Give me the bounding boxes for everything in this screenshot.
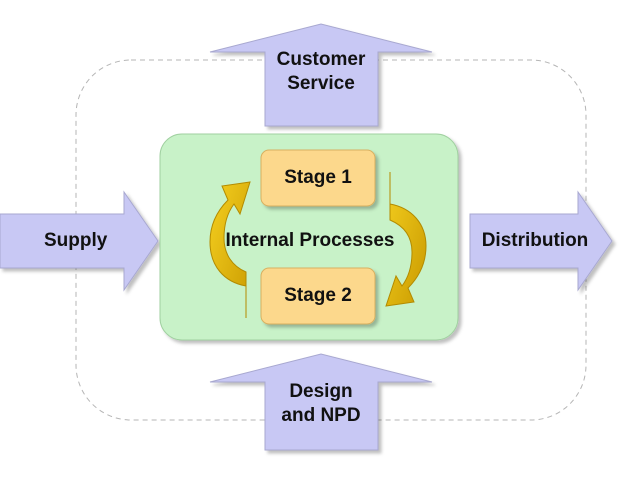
stage-2-text: Stage 2 <box>284 285 352 306</box>
design-npd-line1: Design <box>289 381 353 402</box>
cycle-arrow-left <box>209 181 251 318</box>
stage-1-text: Stage 1 <box>284 167 352 188</box>
customer-service-label: Customer Service <box>258 48 384 96</box>
customer-service-arrow <box>209 23 433 127</box>
stage-2-label: Stage 2 <box>261 284 375 308</box>
design-npd-label: Design and NPD <box>258 380 384 428</box>
distribution-label: Distribution <box>470 229 600 253</box>
internal-processes-text: Internal Processes <box>225 230 395 251</box>
supply-arrow <box>0 190 159 292</box>
customer-service-line1: Customer <box>276 49 366 70</box>
design-npd-arrow <box>209 353 433 451</box>
supply-text: Supply <box>44 230 108 251</box>
cycle-arrow-right <box>385 172 427 307</box>
stage-1-label: Stage 1 <box>261 166 375 190</box>
distribution-text: Distribution <box>481 230 589 251</box>
customer-service-line2: Service <box>287 73 355 94</box>
distribution-arrow <box>469 190 613 292</box>
internal-processes-label: Internal Processes <box>205 229 415 253</box>
stage-2-box <box>260 267 376 325</box>
stage-1-box <box>260 149 376 207</box>
design-npd-line2: and NPD <box>281 405 361 426</box>
supply-label: Supply <box>30 229 144 253</box>
